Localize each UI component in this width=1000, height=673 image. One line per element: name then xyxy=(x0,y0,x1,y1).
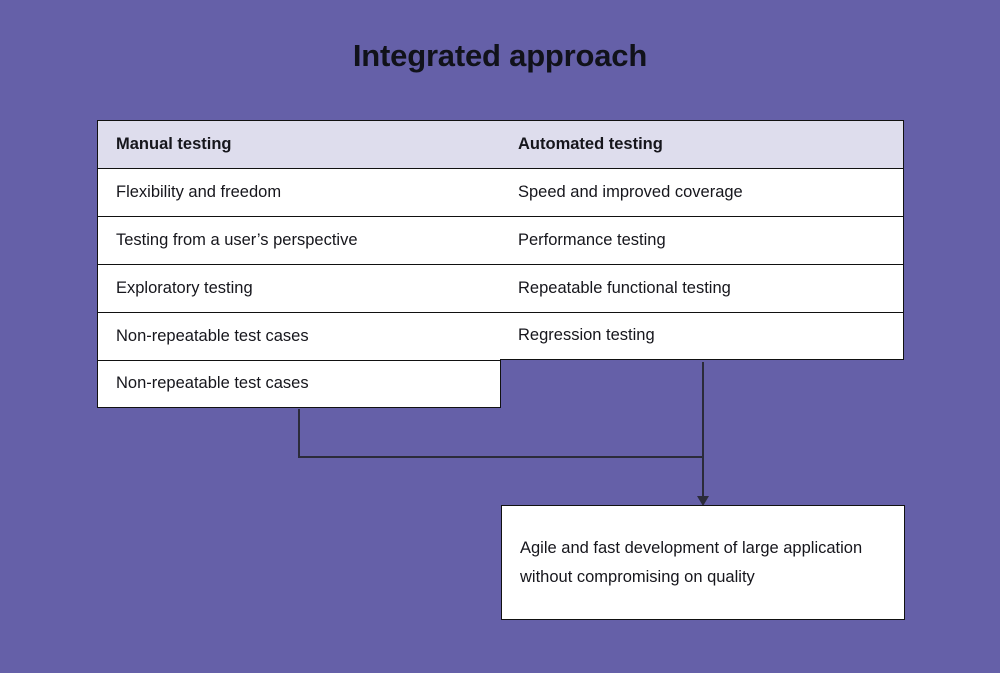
arrow-down-icon xyxy=(697,496,709,506)
table-row: Non-repeatable test cases xyxy=(97,360,501,408)
column-header-manual-testing: Manual testing xyxy=(97,120,501,168)
page-title: Integrated approach xyxy=(352,38,648,73)
outcome-box: Agile and fast development of large appl… xyxy=(501,505,905,620)
table-row: Non-repeatable test cases xyxy=(97,312,501,360)
table-row: Performance testing xyxy=(500,216,904,264)
table-column-automated-testing: Automated testing Speed and improved cov… xyxy=(500,120,904,360)
table-column-manual-testing: Manual testing Flexibility and freedom T… xyxy=(97,120,501,408)
table-row: Speed and improved coverage xyxy=(500,168,904,216)
table-row: Exploratory testing xyxy=(97,264,501,312)
outcome-text: Agile and fast development of large appl… xyxy=(520,539,863,586)
connector-line-manual xyxy=(298,409,300,458)
table-row: Regression testing xyxy=(500,312,904,360)
column-header-automated-testing: Automated testing xyxy=(500,120,904,168)
connector-line-automated xyxy=(702,362,704,500)
table-row: Flexibility and freedom xyxy=(97,168,501,216)
table-row: Testing from a user’s perspective xyxy=(97,216,501,264)
connector-line-join xyxy=(298,456,704,458)
table-row: Repeatable functional testing xyxy=(500,264,904,312)
